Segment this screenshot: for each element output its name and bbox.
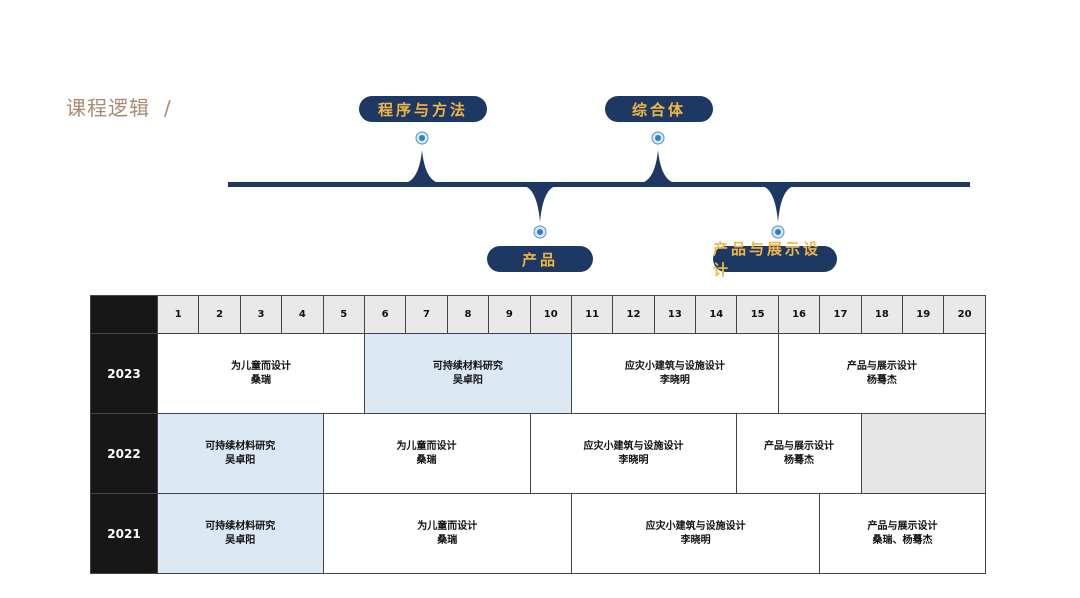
year-label: 2022 bbox=[90, 413, 158, 494]
course-teacher: 吴卓阳 bbox=[452, 374, 483, 386]
timeline-label-bottom-2: 产品与展示设计 bbox=[713, 240, 837, 279]
course-title: 为儿童而设计 bbox=[396, 440, 457, 452]
timeline-dot-2-core bbox=[655, 135, 661, 141]
week-header-cell: 14 bbox=[695, 295, 738, 334]
course-teacher: 吴卓阳 bbox=[225, 534, 256, 546]
year-label: 2021 bbox=[90, 493, 158, 574]
week-header-cell: 1 bbox=[156, 295, 200, 334]
timeline-label-bottom-1: 产品 bbox=[487, 246, 593, 272]
course-teacher: 李晓明 bbox=[618, 454, 649, 466]
timeline-label-top-1: 程序与方法 bbox=[359, 96, 487, 122]
course-cell: 应灾小建筑与设施设计李晓明 bbox=[570, 333, 779, 414]
course-title: 产品与展示设计 bbox=[867, 520, 938, 532]
course-title: 可持续材料研究 bbox=[432, 360, 503, 372]
timeline-graphic bbox=[228, 131, 970, 239]
course-cell: 产品与展示设计桑瑞、杨蓦杰 bbox=[819, 493, 986, 574]
course-title: 产品与展示设计 bbox=[846, 360, 917, 372]
course-teacher: 杨蓦杰 bbox=[784, 454, 815, 466]
course-title: 为儿童而设计 bbox=[417, 520, 478, 532]
course-teacher: 吴卓阳 bbox=[225, 454, 256, 466]
timeline-peak-up-2 bbox=[641, 150, 675, 183]
course-cell: 为儿童而设计桑瑞 bbox=[322, 413, 531, 494]
week-header-cell: 16 bbox=[777, 295, 821, 334]
header-corner bbox=[90, 295, 158, 334]
course-teacher: 李晓明 bbox=[659, 374, 690, 386]
timeline-axis bbox=[228, 182, 970, 187]
week-header-cell: 12 bbox=[612, 295, 655, 334]
week-header-cell: 5 bbox=[322, 295, 365, 334]
course-cell: 应灾小建筑与设施设计李晓明 bbox=[570, 493, 821, 574]
week-header-cell: 6 bbox=[363, 295, 407, 334]
timeline-peak-down-2 bbox=[762, 186, 794, 222]
week-header-cell: 4 bbox=[281, 295, 324, 334]
week-header-cell: 9 bbox=[488, 295, 531, 334]
course-cell: 可持续材料研究吴卓阳 bbox=[157, 413, 324, 494]
timeline-peak-up-1 bbox=[405, 150, 439, 183]
year-label: 2023 bbox=[90, 333, 158, 414]
week-header-cell: 7 bbox=[405, 295, 448, 334]
course-title: 应灾小建筑与设施设计 bbox=[583, 440, 684, 452]
course-cell: 可持续材料研究吴卓阳 bbox=[157, 493, 324, 574]
timeline-label-top-2: 综合体 bbox=[605, 96, 713, 122]
course-teacher: 杨蓦杰 bbox=[866, 374, 897, 386]
course-title: 应灾小建筑与设施设计 bbox=[624, 360, 725, 372]
timeline-dot-1-core bbox=[419, 135, 425, 141]
page-title: 课程逻辑 / bbox=[66, 92, 172, 121]
course-teacher: 桑瑞 bbox=[250, 374, 271, 386]
course-teacher: 李晓明 bbox=[680, 534, 711, 546]
week-header-cell: 10 bbox=[529, 295, 572, 334]
course-teacher: 桑瑞 bbox=[437, 534, 458, 546]
course-title: 产品与展示设计 bbox=[764, 440, 835, 452]
course-cell: 为儿童而设计桑瑞 bbox=[322, 493, 572, 574]
week-header-cell: 2 bbox=[198, 295, 241, 334]
week-header-cell: 3 bbox=[239, 295, 283, 334]
week-header-cell: 13 bbox=[653, 295, 697, 334]
week-header-cell: 15 bbox=[736, 295, 779, 334]
page-title-text: 课程逻辑 bbox=[66, 96, 150, 120]
empty-cell bbox=[860, 413, 986, 494]
week-header-cell: 18 bbox=[860, 295, 904, 334]
course-cell: 可持续材料研究吴卓阳 bbox=[363, 333, 572, 414]
week-header-cell: 17 bbox=[819, 295, 862, 334]
course-cell: 产品与展示设计杨蓦杰 bbox=[736, 413, 862, 494]
week-header-cell: 20 bbox=[943, 295, 986, 334]
week-header-cell: 11 bbox=[570, 295, 614, 334]
course-title: 为儿童而设计 bbox=[230, 360, 291, 372]
course-cell: 产品与展示设计杨蓦杰 bbox=[777, 333, 986, 414]
timeline-dot-4-core bbox=[775, 229, 781, 235]
course-cell: 为儿童而设计桑瑞 bbox=[157, 333, 365, 414]
title-slash: / bbox=[164, 96, 172, 120]
timeline-dot-3-core bbox=[537, 229, 543, 235]
timeline-peak-down-1 bbox=[524, 186, 556, 222]
course-title: 应灾小建筑与设施设计 bbox=[645, 520, 746, 532]
course-title: 可持续材料研究 bbox=[205, 440, 276, 452]
course-teacher: 桑瑞 bbox=[416, 454, 437, 466]
week-header-cell: 8 bbox=[446, 295, 490, 334]
course-cell: 应灾小建筑与设施设计李晓明 bbox=[529, 413, 738, 494]
course-teacher: 桑瑞、杨蓦杰 bbox=[872, 534, 933, 546]
course-title: 可持续材料研究 bbox=[205, 520, 276, 532]
week-header-cell: 19 bbox=[902, 295, 945, 334]
